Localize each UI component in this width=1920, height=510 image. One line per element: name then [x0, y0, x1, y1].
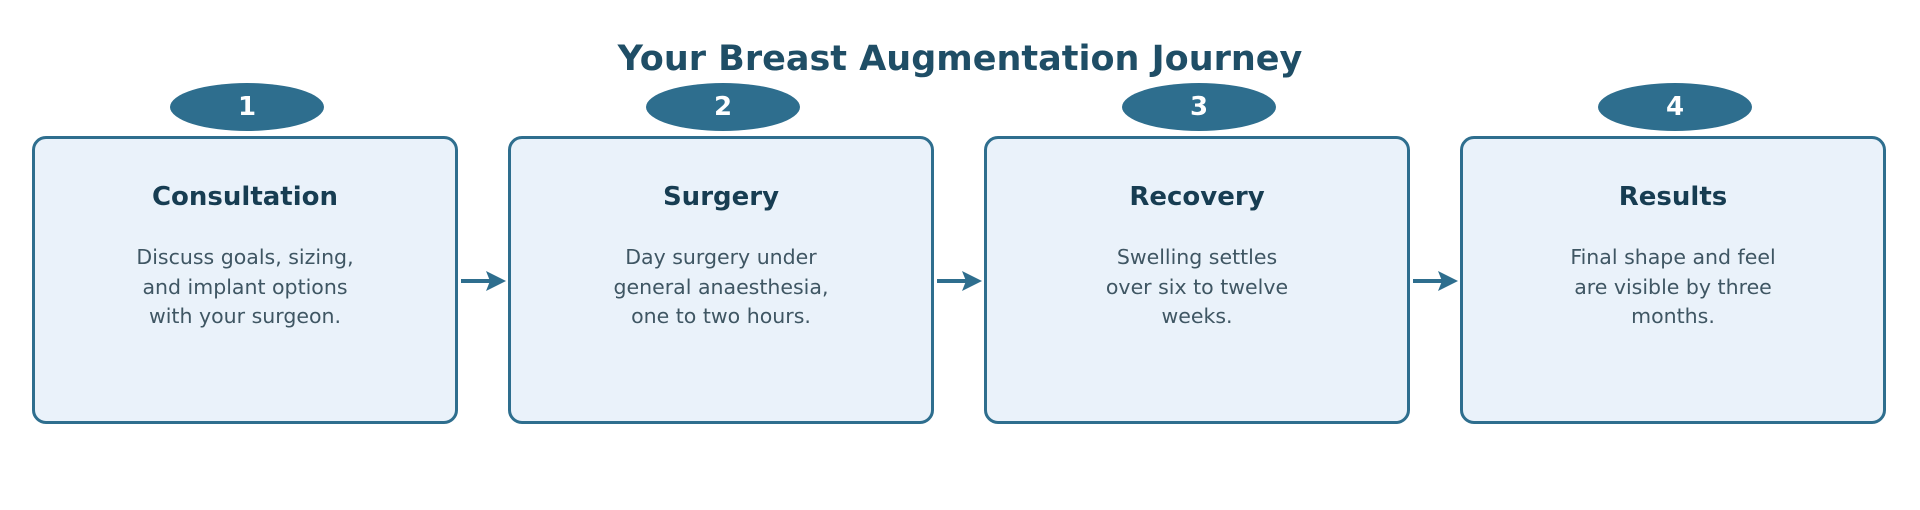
step-4-description: Final shape and feel are visible by thre…	[1570, 245, 1776, 328]
step-2-description: Day surgery under general anaesthesia, o…	[613, 245, 829, 328]
step-1-title: Consultation	[151, 182, 339, 212]
step-1-card: Consultation Discuss goals, sizing, and …	[32, 136, 458, 424]
step-4-title: Results	[1618, 182, 1728, 212]
step-2-number-badge: 2	[646, 83, 800, 131]
step-4-card: Results Final shape and feel are visible…	[1460, 136, 1886, 424]
step-1-description: Discuss goals, sizing, and implant optio…	[136, 245, 354, 328]
step-3-number-badge: 3	[1122, 83, 1276, 131]
step-2-card: Surgery Day surgery under general anaest…	[508, 136, 934, 424]
right-arrow-icon	[461, 271, 506, 291]
step-3-card: Recovery Swelling settles over six to tw…	[984, 136, 1410, 424]
step-3-description: Swelling settles over six to twelve week…	[1105, 245, 1289, 328]
right-arrow-icon	[1413, 271, 1458, 291]
step-2-title: Surgery	[662, 182, 780, 212]
right-arrow-icon	[937, 271, 982, 291]
step-1-number-badge: 1	[170, 83, 324, 131]
diagram-title: Your Breast Augmentation Journey	[617, 39, 1303, 79]
step-3-title: Recovery	[1129, 182, 1265, 212]
step-4-number-badge: 4	[1598, 83, 1752, 131]
